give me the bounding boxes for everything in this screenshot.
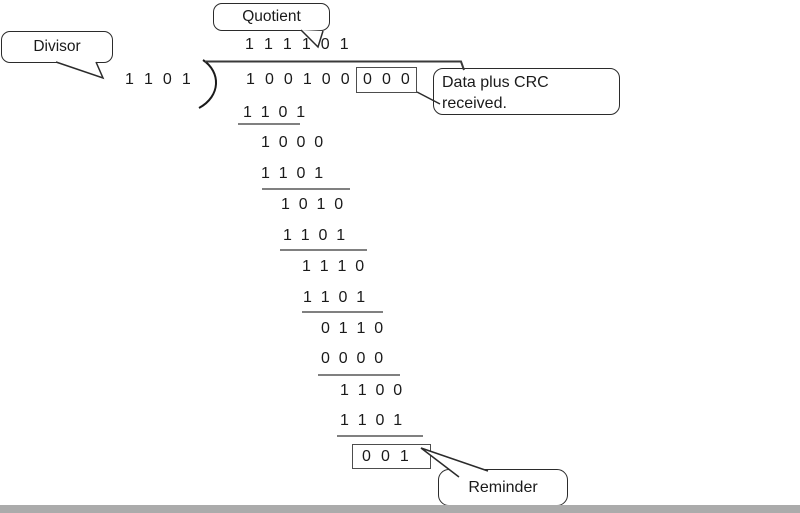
divisor-callout-tail-icon [55, 61, 105, 80]
division-vinculum [205, 60, 465, 71]
division-step-row: 1 1 0 1 [243, 104, 308, 121]
division-step-row: 1 1 0 1 [283, 227, 348, 244]
subtraction-line [238, 123, 300, 125]
remainder-box: 0 0 1 [352, 444, 431, 469]
bottom-edge-bar [0, 505, 800, 513]
data-plus-crc-line2: received. [442, 95, 507, 112]
quotient-callout: Quotient [213, 3, 330, 31]
dividend-crc-bits: 0 0 0 [363, 71, 413, 88]
subtraction-line [318, 374, 400, 376]
dividend-data-bits: 1 0 0 1 0 0 [246, 71, 353, 88]
remainder-bits: 0 0 1 [362, 447, 412, 465]
division-step-row: 1 1 0 0 [340, 382, 405, 399]
division-step-row: 1 1 1 0 [302, 258, 367, 275]
quotient-bits: 1 1 1 1 0 1 [245, 36, 352, 53]
remainder-callout-label: Reminder [468, 478, 538, 496]
division-step-row: 1 0 0 0 [261, 134, 326, 151]
division-step-row: 1 1 0 1 [340, 412, 405, 429]
division-step-row: 1 0 1 0 [281, 196, 346, 213]
subtraction-line [280, 249, 367, 251]
divisor-callout: Divisor [1, 31, 113, 63]
quotient-callout-label: Quotient [242, 8, 301, 25]
divisor-bits: 1 1 0 1 [125, 71, 194, 88]
division-step-row: 0 0 0 0 [321, 350, 386, 367]
division-step-row: 1 1 0 1 [261, 165, 326, 182]
division-step-row: 1 1 0 1 [303, 289, 368, 306]
subtraction-line [302, 311, 383, 313]
data-plus-crc-callout: Data plus CRC received. [433, 68, 620, 115]
division-bracket-icon [198, 59, 217, 109]
subtraction-line [262, 188, 350, 190]
divisor-callout-label: Divisor [33, 38, 81, 55]
subtraction-line [337, 435, 423, 437]
data-plus-crc-line1: Data plus CRC [442, 74, 549, 91]
crc-box: 0 0 0 [356, 67, 417, 93]
division-step-row: 0 1 1 0 [321, 320, 386, 337]
remainder-callout: Reminder [438, 469, 568, 506]
